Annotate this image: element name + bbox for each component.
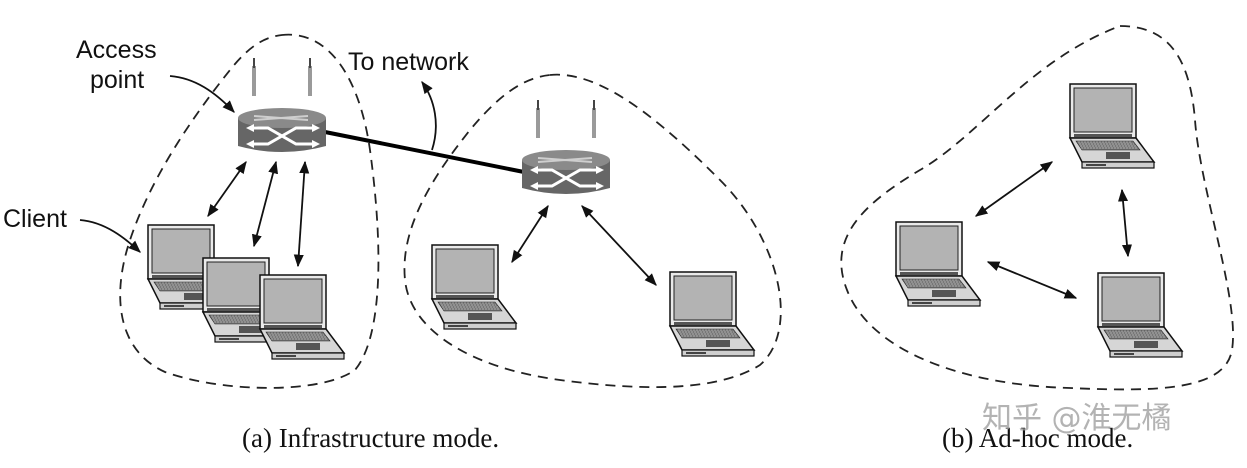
access-point-2-icon [520,98,612,196]
panel-infrastructure-mode: Access point Client To network (a) Infra… [3,33,782,453]
wireless-link [207,160,247,218]
wireless-link [511,204,549,264]
wired-link [324,130,525,174]
access-point-label-line2: point [90,66,144,94]
client-laptop-icon [669,271,755,357]
coverage-region-adhoc [840,25,1234,391]
wireless-link [251,160,279,248]
wireless-link [581,205,657,286]
to-network-pointer [421,80,437,151]
client-laptop-icon [259,274,345,360]
caption-infrastructure-mode: (a) Infrastructure mode. [242,423,499,453]
wireless-link [293,160,310,268]
peer-link [986,261,1078,299]
panel-adhoc-mode: (b) Ad-hoc mode. [840,25,1234,453]
watermark-text: 知乎 @淮无橘 [982,401,1172,436]
coverage-region-cell-2 [403,73,782,389]
to-network-label: To network [348,48,469,76]
peer-laptop-icon [1069,83,1155,169]
peer-link [974,161,1054,217]
access-point-label-line1: Access [76,36,157,64]
client-label: Client [3,205,67,233]
access-point-pointer [169,75,235,113]
peer-laptop-icon [895,221,981,307]
peer-laptop-icon [1097,272,1183,358]
coverage-region-cell-1 [119,33,380,389]
access-point-1-icon [236,56,328,154]
client-laptop-icon [431,244,517,330]
client-pointer [79,219,141,253]
peer-link [1118,188,1132,258]
caption-adhoc-mode: (b) Ad-hoc mode. [942,423,1133,453]
